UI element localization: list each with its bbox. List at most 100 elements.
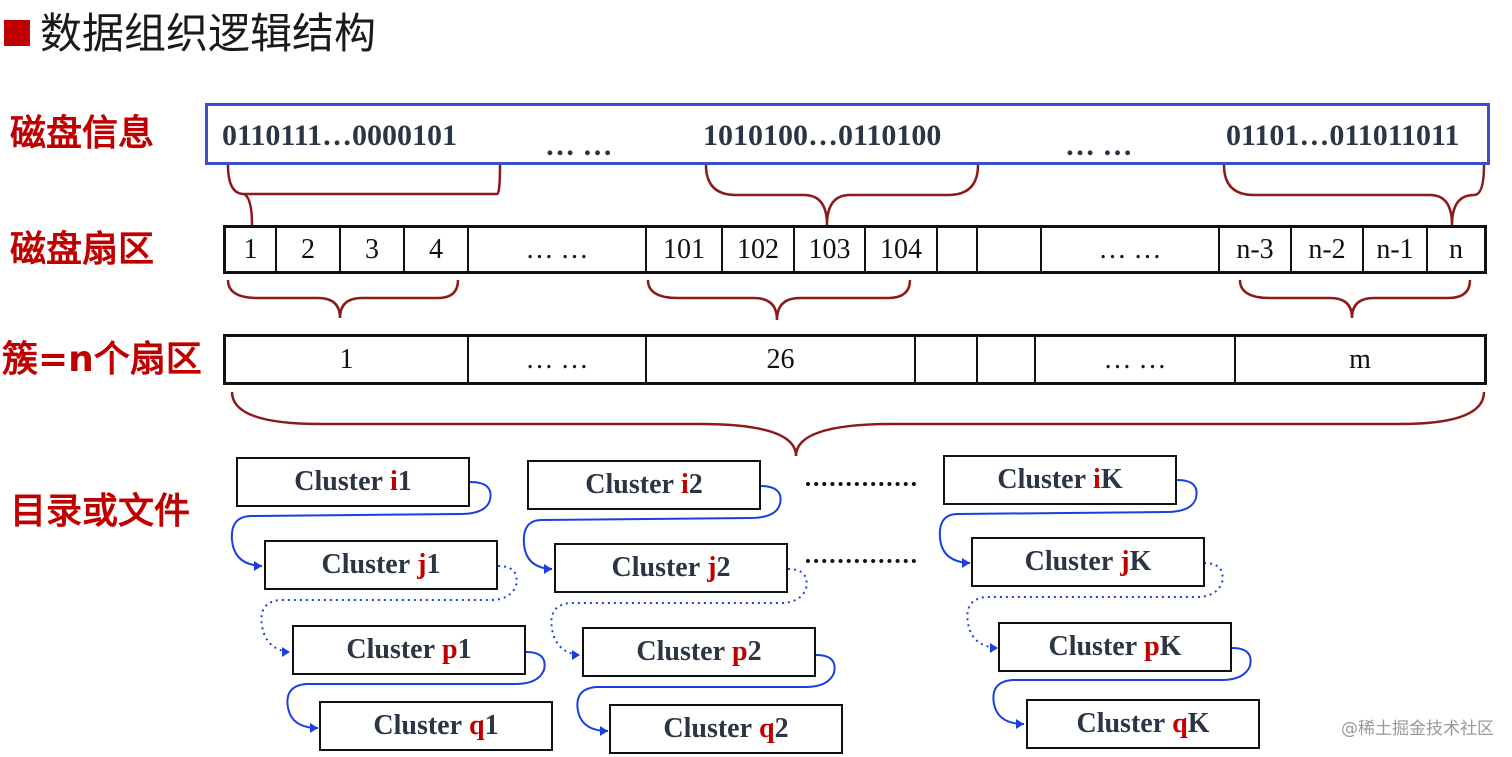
arrow-head [544, 564, 552, 574]
sector-cell: 104 [866, 228, 938, 271]
cluster-prefix: Cluster [997, 464, 1087, 495]
dotted-separator [806, 482, 916, 486]
arrow-head [990, 643, 998, 653]
cluster-number: 1 [426, 549, 441, 580]
cluster-prefix: Cluster [373, 710, 463, 741]
link-curve [522, 485, 782, 570]
link-curve [230, 481, 492, 567]
sector-cell: … … [1042, 228, 1220, 271]
arrow-head [1016, 719, 1024, 729]
cluster-number: 2 [747, 636, 762, 667]
cluster-letter: i [680, 469, 689, 500]
label-disk-sector: 磁盘扇区 [10, 229, 155, 270]
label-disk-info: 磁盘信息 [10, 113, 155, 154]
cluster-letter: p [732, 636, 748, 667]
sector-cell [978, 228, 1042, 271]
title-marker [4, 20, 30, 46]
cluster-strip: 1 … … 26 … … m [223, 334, 1487, 385]
sector-cell: 1 [226, 228, 277, 271]
cluster-prefix: Cluster [585, 469, 674, 500]
link-curve [938, 479, 1198, 564]
cluster-cell: m [1349, 343, 1371, 375]
cluster-prefix: Cluster [1048, 631, 1138, 662]
cluster-number: 2 [688, 469, 703, 500]
disk-info-box [205, 103, 1490, 165]
cluster-prefix: Cluster [636, 636, 726, 667]
cluster-number: 1 [397, 466, 412, 497]
link-curve [260, 565, 518, 653]
cluster-prefix: Cluster [663, 713, 753, 744]
sector-strip: 1 2 3 4 … … 101 102 103 104 … … n-3 n-2 … [223, 225, 1487, 274]
sector-cell: n-3 [1220, 228, 1292, 271]
sector-cell: n-1 [1364, 228, 1428, 271]
bit-ellipsis-2: … … [1065, 129, 1133, 162]
brace [226, 164, 502, 196]
watermark: @稀土掘金技术社区 [1341, 719, 1494, 739]
bit-segment-1: 0110111…0000101 [222, 119, 458, 152]
sector-cell: 2 [277, 228, 341, 271]
link-curve [992, 647, 1252, 725]
link-curve [286, 651, 546, 729]
bit-segment-3: 01101…011011011 [1226, 119, 1460, 152]
cluster-letter: j [1120, 546, 1130, 577]
cluster-number: K [1159, 631, 1182, 662]
sector-cell: n [1449, 233, 1463, 265]
brace [230, 391, 1486, 457]
sector-cell: 101 [647, 228, 723, 271]
cluster-prefix: Cluster [346, 634, 436, 665]
cluster-cell: … … [1036, 337, 1236, 382]
cluster-prefix: Cluster [294, 466, 383, 497]
bit-ellipsis-1: … … [545, 129, 613, 162]
sector-cell: 4 [405, 228, 469, 271]
cluster-letter: i [389, 466, 398, 497]
page-title: 数据组织逻辑结构 [40, 9, 377, 58]
cluster-number: 2 [774, 713, 789, 744]
cluster-letter: j [707, 552, 717, 583]
cluster-cell [978, 337, 1036, 382]
cluster-cell: 26 [647, 337, 916, 382]
sector-cell: n-2 [1292, 228, 1364, 271]
cluster-number: K [1187, 708, 1210, 739]
link-curve [576, 654, 836, 732]
bit-segment-2: 1010100…0110100 [703, 119, 942, 152]
cluster-letter: q [759, 713, 775, 744]
dotted-separator [806, 559, 916, 563]
arrow-head [282, 647, 290, 657]
arrow-head [962, 558, 970, 568]
link-curve [966, 562, 1224, 649]
arrow-head [600, 726, 608, 736]
brace [243, 192, 254, 226]
cluster-prefix: Cluster [321, 549, 411, 580]
cluster-number: K [1129, 546, 1152, 577]
brace [226, 279, 460, 319]
cluster-letter: p [1144, 631, 1160, 662]
arrow-head [310, 723, 318, 733]
cluster-number: 1 [484, 710, 499, 741]
cluster-cell: … … [469, 337, 647, 382]
cluster-prefix: Cluster [1024, 546, 1114, 577]
cluster-number: 1 [457, 634, 472, 665]
cluster-letter: i [1093, 464, 1101, 495]
sector-cell: 102 [723, 228, 795, 271]
cluster-prefix: Cluster [1076, 708, 1166, 739]
cluster-letter: q [469, 710, 485, 741]
cluster-letter: j [417, 549, 427, 580]
cluster-number: K [1100, 464, 1123, 495]
sector-cell [938, 228, 978, 271]
label-cluster: 簇=n个扇区 [2, 339, 202, 380]
arrow-head [572, 650, 580, 660]
cluster-letter: p [442, 634, 458, 665]
cluster-letter: q [1172, 708, 1188, 739]
